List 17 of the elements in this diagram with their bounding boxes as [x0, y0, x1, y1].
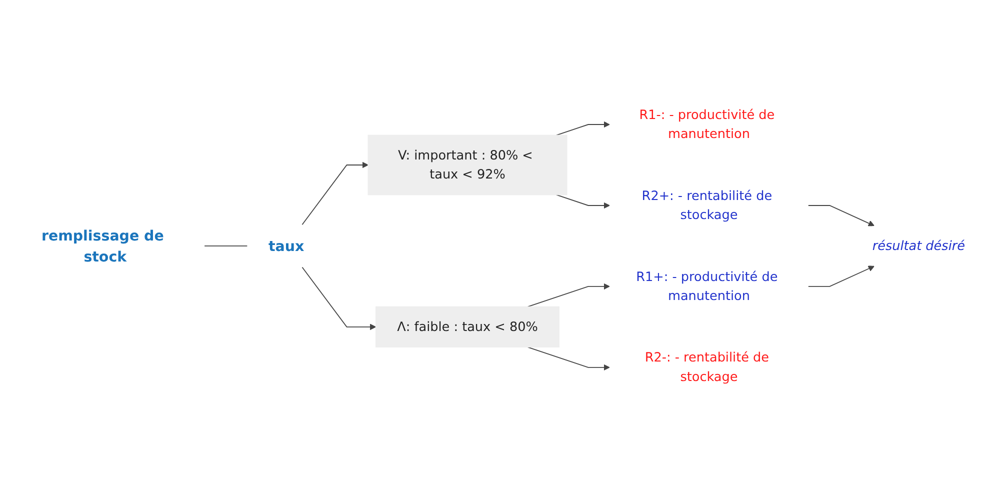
arrow: [302, 162, 368, 226]
arrow: [527, 346, 610, 371]
node-text: R1+: - productivité de manutention: [636, 269, 778, 304]
node-text: remplissage de stock: [41, 226, 164, 266]
arrow: [302, 266, 376, 330]
node-box: V: important : 80% < taux < 92%: [368, 134, 568, 196]
arrow: [556, 194, 610, 209]
arrow: [808, 205, 874, 226]
node-text: R2-: - rentabilité de stockage: [644, 350, 770, 384]
arrow: [808, 266, 874, 287]
arrow: [556, 121, 610, 136]
node-box: Λ: faible : taux < 80%: [375, 306, 560, 348]
node-text: taux: [268, 237, 304, 255]
node-text: R2+: - rentabilité de stockage: [642, 188, 772, 223]
node-text: résultat désiré: [872, 238, 965, 254]
arrow: [527, 283, 610, 308]
node-text: R1-: - productivité de manutention: [639, 107, 775, 142]
